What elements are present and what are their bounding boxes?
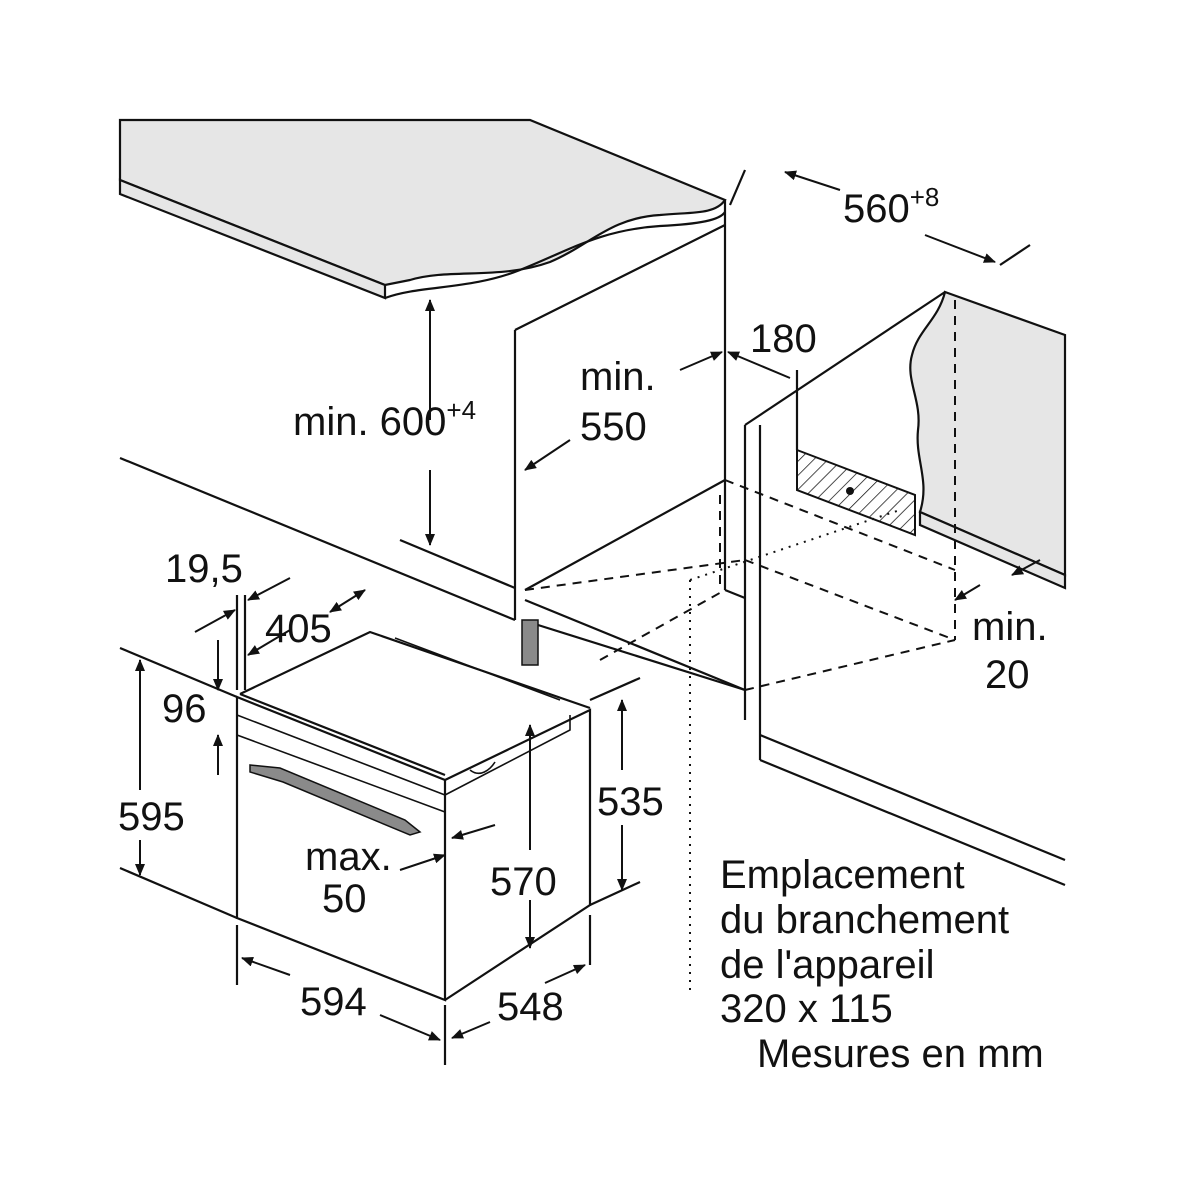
niche-width-label: 560+8 [843,182,939,231]
dimension-labels: 560+8 min. 600+4 min. 550 180 min. 20 19… [118,182,1048,1029]
units-note: Mesures en mm [757,1032,1044,1076]
front-trim-label: 19,5 [165,547,243,591]
connection-note-line2: du branchement [720,898,1009,942]
niche-depth-label-2: 550 [580,405,647,449]
oven [235,630,592,1002]
body-height-label: 570 [490,860,557,904]
connection-size: 320 x 115 [720,987,893,1031]
oven-width-label: 594 [300,980,367,1024]
connection-note-line1: Emplacement [720,853,965,897]
connection-area [796,448,916,537]
oven-depth-label: 548 [497,985,564,1029]
top-depth-label: 405 [265,607,332,651]
niche-depth-label-1: min. [580,355,656,399]
panel-height-label: 96 [162,687,207,731]
oven-height-label: 595 [118,795,185,839]
rear-gap-label-2: 20 [985,653,1030,697]
rear-gap-label-1: min. [972,605,1048,649]
cabinet [119,200,1066,990]
countertop-right [909,290,1067,590]
socket-offset-label: 180 [750,317,817,361]
dimension-lines [119,169,1041,1065]
door-gap-label-2: 50 [322,877,367,921]
countertop-left [118,118,727,300]
connection-note-line3: de l'appareil [720,943,934,987]
niche-height-label: min. 600+4 [293,395,476,444]
door-gap-label-1: max. [305,835,392,879]
notes: Emplacement du branchement de l'appareil… [720,853,1044,1076]
oven-handle [249,764,422,836]
side-height-label: 535 [597,780,664,824]
